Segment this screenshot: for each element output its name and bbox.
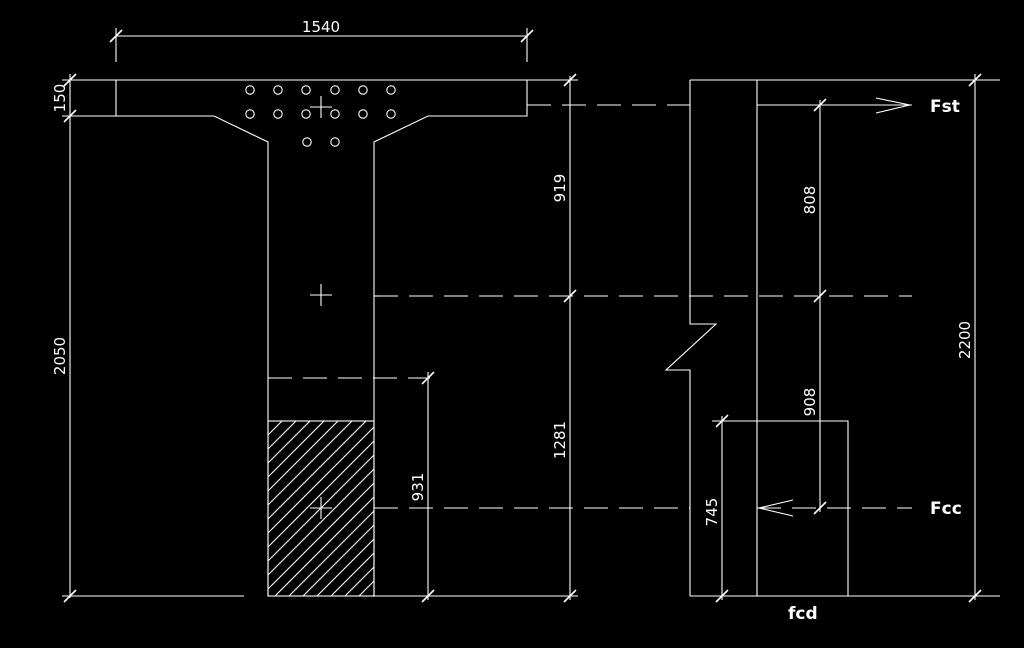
- compression-force-arrow: [757, 499, 912, 517]
- hatch-line: [316, 538, 374, 596]
- dim-total-height-label: 2200: [956, 321, 974, 359]
- hatch-line: [268, 426, 374, 534]
- dim-centroid: 919 1281: [436, 73, 578, 603]
- hatch-line: [268, 421, 283, 436]
- hatch-line: [288, 510, 374, 596]
- hatch-line: [330, 552, 374, 596]
- reference-lines: [268, 104, 912, 509]
- dim-stress-block-depth: 745: [703, 414, 757, 603]
- dim-compression-zone: 931: [374, 371, 436, 603]
- design-strength-label: fcd: [788, 604, 818, 624]
- compression-force-label: Fcc: [930, 499, 962, 519]
- tension-force-label: Fst: [930, 97, 960, 117]
- dim-flange-thickness-label: 150: [51, 84, 69, 113]
- dim-centroid-bottom-label: 1281: [551, 421, 569, 459]
- hatch-line: [268, 421, 367, 520]
- dim-stress-top-label: 808: [801, 186, 819, 215]
- hatch-line: [268, 440, 374, 548]
- dim-stress-block-depth-label: 745: [703, 498, 721, 527]
- hatch-line: [302, 524, 374, 596]
- strain-profile: [664, 80, 718, 596]
- dim-beam-height-label: 2050: [51, 337, 69, 375]
- dim-flange-width-label: 1540: [302, 18, 340, 36]
- hatch-line: [268, 421, 339, 492]
- hatch-line: [268, 421, 325, 478]
- dim-centroid-top-label: 919: [551, 174, 569, 203]
- hatch-line: [268, 421, 297, 450]
- hatch-line: [268, 421, 311, 464]
- hatch-line: [268, 482, 374, 590]
- dim-stress-bottom-label: 908: [801, 388, 819, 417]
- dim-total-height: 2200: [956, 73, 982, 603]
- hatch-line: [268, 454, 374, 562]
- hatch-line: [274, 496, 374, 596]
- hatch-line: [268, 468, 374, 576]
- tendon-holes: [245, 85, 396, 147]
- dim-compression-zone-label: 931: [409, 473, 427, 502]
- hatch-line: [268, 421, 353, 506]
- section-centroid-mark: [310, 284, 332, 306]
- hatch-line: [268, 421, 269, 422]
- stress-block: [757, 420, 849, 596]
- dim-left: 150 2050: [51, 73, 244, 603]
- flange-centroid-mark: [310, 96, 332, 118]
- dim-flange-width: 1540: [109, 18, 534, 62]
- dim-lever-arm: 808 908: [801, 98, 827, 515]
- tension-force-arrow: [757, 97, 912, 114]
